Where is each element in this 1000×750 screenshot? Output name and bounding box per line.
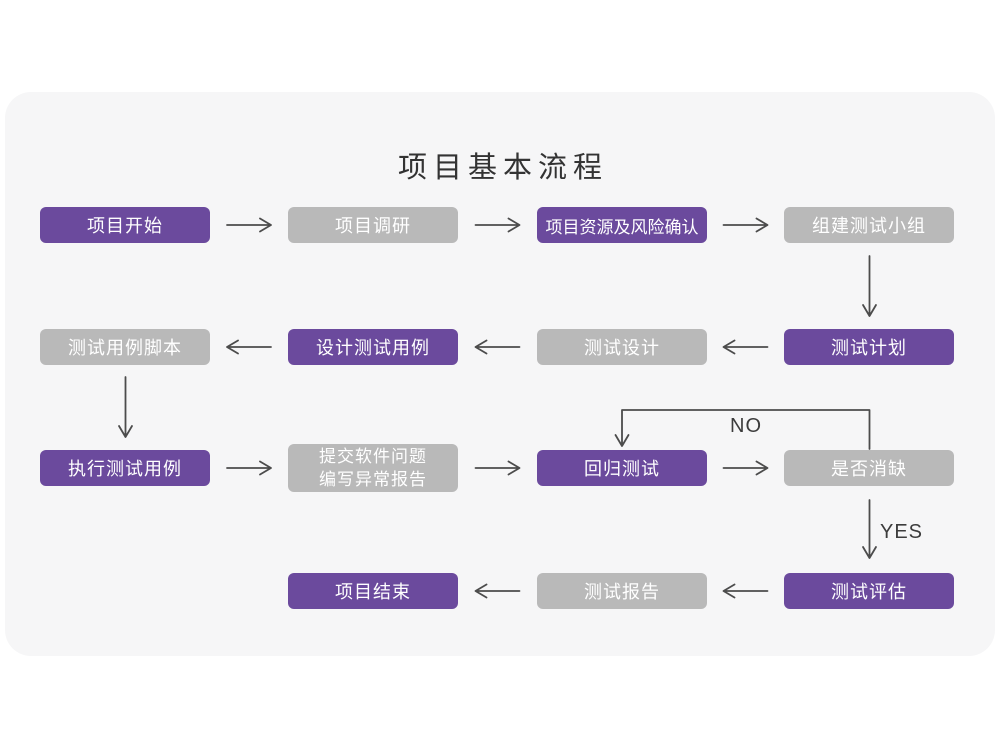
flow-node-test-evaluation: 测试评估 — [784, 573, 954, 609]
flow-node-test-case-script: 测试用例脚本 — [40, 329, 210, 365]
edge-label-no: NO — [730, 415, 762, 437]
flow-node-test-report: 测试报告 — [537, 573, 707, 609]
flow-node-build-test-team: 组建测试小组 — [784, 207, 954, 243]
flow-node-test-plan: 测试计划 — [784, 329, 954, 365]
flow-node-resource-risk-confirm: 项目资源及风险确认 — [537, 207, 707, 243]
flow-node-project-research: 项目调研 — [288, 207, 458, 243]
page-title: 项目基本流程 — [397, 152, 608, 184]
edge-label-yes: YES — [880, 521, 924, 543]
flow-node-regression-test: 回归测试 — [537, 450, 707, 486]
flowchart-card — [5, 92, 995, 656]
flow-node-submit-issue-report: 提交软件问题 编写异常报告 — [288, 444, 458, 492]
flow-node-defect-cleared: 是否消缺 — [784, 450, 954, 486]
flow-node-project-end: 项目结束 — [288, 573, 458, 609]
flow-node-design-test-cases: 设计测试用例 — [288, 329, 458, 365]
flow-node-execute-test-cases: 执行测试用例 — [40, 450, 210, 486]
flow-node-test-design: 测试设计 — [537, 329, 707, 365]
flow-node-project-start: 项目开始 — [40, 207, 210, 243]
